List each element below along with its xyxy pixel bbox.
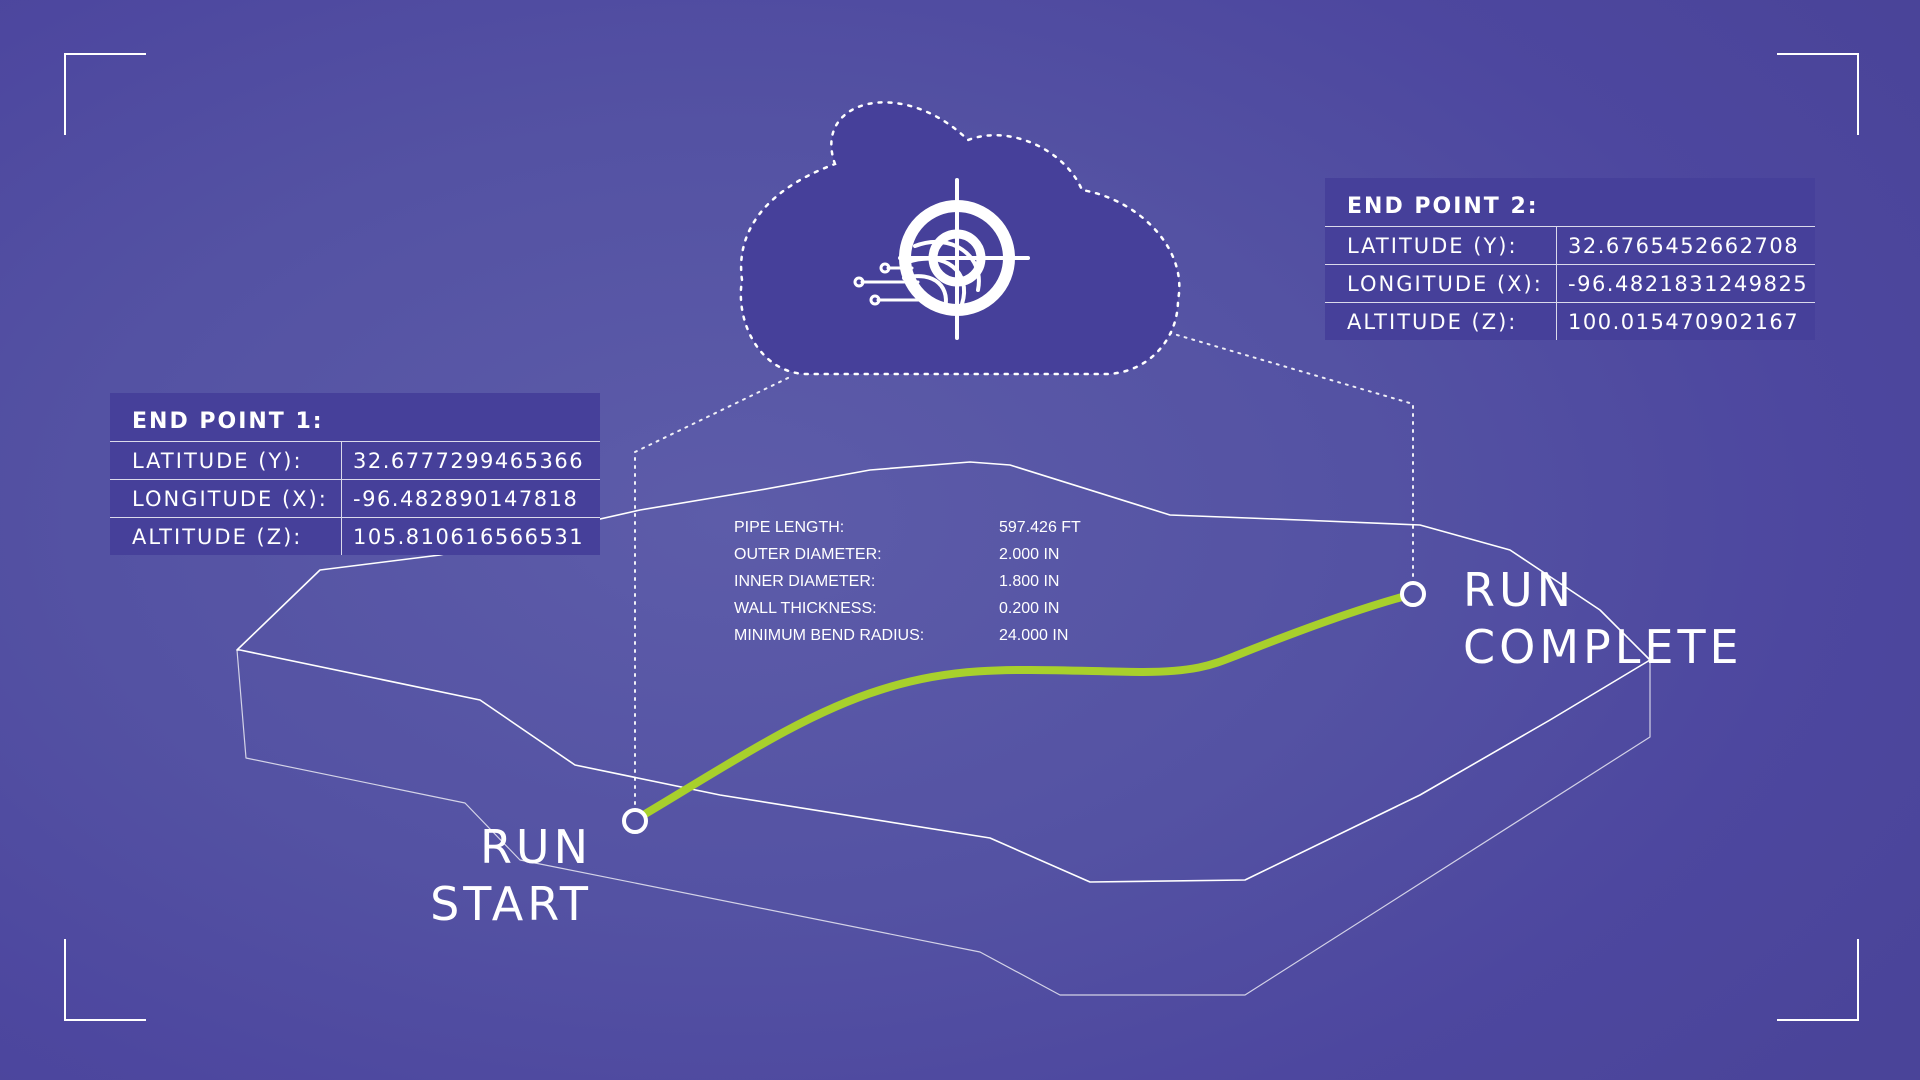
dotted-connectors <box>634 329 1414 821</box>
spec-row-minimum-bend-radius: MINIMUM BEND RADIUS: 24.000 IN <box>734 622 1081 649</box>
table-row: LATITUDE (Y): 32.6765452662708 <box>1325 226 1815 264</box>
pipe-specs-list: PIPE LENGTH: 597.426 FT OUTER DIAMETER: … <box>734 514 1081 649</box>
spec-label: PIPE LENGTH: <box>734 519 845 536</box>
target-crosshair-logo-icon <box>853 178 1030 340</box>
run-complete-marker <box>1400 581 1426 607</box>
connector-end-point-1 <box>634 376 791 821</box>
frame-corner-bottom-right <box>1777 939 1859 1021</box>
spec-value: 597.426 FT <box>999 519 1081 536</box>
spec-value: 0.200 IN <box>999 600 1060 617</box>
end-point-2-table: END POINT 2: LATITUDE (Y): 32.6765452662… <box>1325 178 1815 340</box>
spec-row-outer-diameter: OUTER DIAMETER: 2.000 IN <box>734 541 1081 568</box>
frame-corner-top-left <box>64 53 146 135</box>
latitude-label: LATITUDE (Y): <box>110 442 342 479</box>
altitude-value: 105.810616566531 <box>353 525 585 549</box>
altitude-label: ALTITUDE (Z): <box>110 518 342 555</box>
longitude-value: -96.482890147818 <box>353 487 579 511</box>
spec-value: 2.000 IN <box>999 546 1060 563</box>
run-complete-label: RUN COMPLETE <box>1463 562 1743 676</box>
frame-corner-bottom-left <box>64 939 146 1021</box>
frame-corner-top-right <box>1777 53 1859 135</box>
longitude-label: LONGITUDE (X): <box>1325 265 1557 302</box>
spec-row-pipe-length: PIPE LENGTH: 597.426 FT <box>734 514 1081 541</box>
spec-label: MINIMUM BEND RADIUS: <box>734 627 925 644</box>
latitude-value: 32.6777299465366 <box>353 449 585 473</box>
run-complete-line-2: COMPLETE <box>1463 620 1743 674</box>
terrain-outline <box>236 461 1651 996</box>
run-start-label: RUN START <box>430 819 592 933</box>
spec-label: OUTER DIAMETER: <box>734 546 882 563</box>
latitude-label: LATITUDE (Y): <box>1325 227 1557 264</box>
latitude-value: 32.6765452662708 <box>1568 234 1800 258</box>
end-point-1-table: END POINT 1: LATITUDE (Y): 32.6777299465… <box>110 393 600 555</box>
end-point-1-title: END POINT 1: <box>132 409 324 434</box>
spec-row-wall-thickness: WALL THICKNESS: 0.200 IN <box>734 595 1081 622</box>
altitude-label: ALTITUDE (Z): <box>1325 303 1557 340</box>
spec-value: 1.800 IN <box>999 573 1060 590</box>
end-point-2-title: END POINT 2: <box>1347 194 1539 219</box>
spec-value: 24.000 IN <box>999 627 1069 644</box>
table-row: LONGITUDE (X): -96.4821831249825 <box>1325 264 1815 302</box>
pipe-run-path <box>622 581 1426 834</box>
spec-label: INNER DIAMETER: <box>734 573 876 590</box>
spec-row-inner-diameter: INNER DIAMETER: 1.800 IN <box>734 568 1081 595</box>
table-row: LATITUDE (Y): 32.6777299465366 <box>110 441 600 479</box>
longitude-label: LONGITUDE (X): <box>110 480 342 517</box>
spec-label: WALL THICKNESS: <box>734 600 877 617</box>
run-start-line-2: START <box>430 877 592 931</box>
terrain-bottom-edge <box>236 649 1651 996</box>
connector-end-point-2 <box>1159 329 1414 593</box>
table-row: LONGITUDE (X): -96.482890147818 <box>110 479 600 517</box>
longitude-value: -96.4821831249825 <box>1568 272 1809 296</box>
pipe-path-line <box>631 590 1417 824</box>
run-start-marker <box>622 808 648 834</box>
table-row: ALTITUDE (Z): 100.015470902167 <box>1325 302 1815 340</box>
terrain-top-surface <box>236 461 1651 883</box>
table-row: ALTITUDE (Z): 105.810616566531 <box>110 517 600 555</box>
altitude-value: 100.015470902167 <box>1568 310 1800 334</box>
run-start-line-1: RUN <box>479 820 592 874</box>
run-complete-line-1: RUN <box>1463 563 1576 617</box>
